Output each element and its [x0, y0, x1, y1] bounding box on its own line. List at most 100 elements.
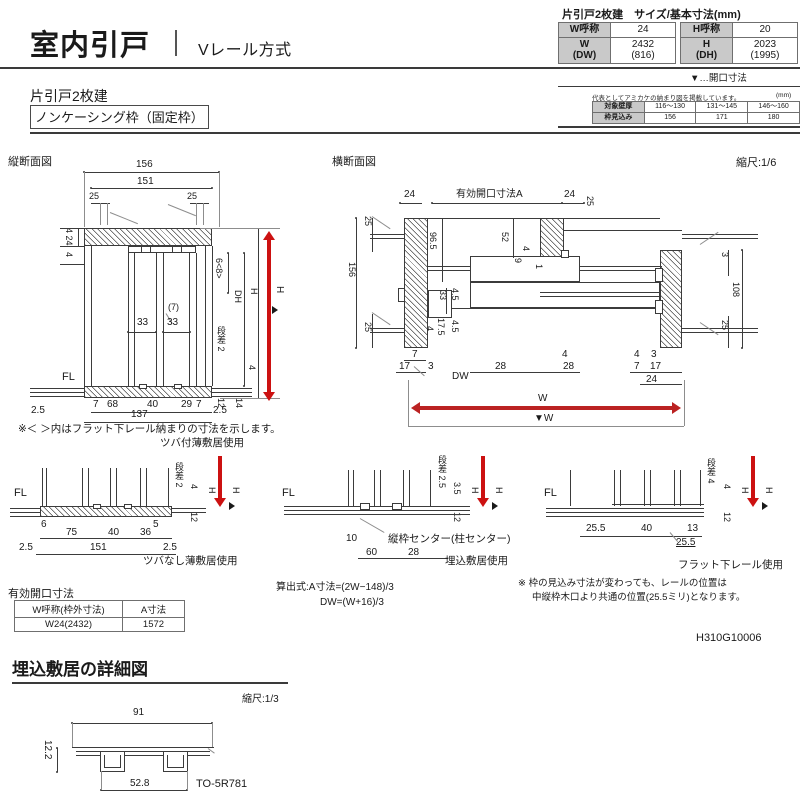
dc-dim-40: 40: [641, 523, 653, 534]
h-dim-l1: H: [702, 38, 711, 50]
da-fl3: [10, 516, 40, 517]
hs-dim-dw: DW: [452, 371, 469, 382]
hs-dim-3r: 3: [720, 252, 730, 258]
hs-right-jamb: [660, 250, 682, 348]
dd-mid-flat: [125, 755, 163, 756]
vs-h-line: [258, 228, 259, 398]
hs-top-edge: [428, 218, 660, 219]
vs-leader-d: [203, 203, 204, 225]
header-rule: [0, 67, 800, 69]
db-v1: [348, 470, 349, 506]
vs-rail-t3: [172, 246, 173, 253]
vs-dim-12: 12: [216, 398, 226, 409]
db-usage: 埋込敷居使用: [445, 555, 508, 567]
hs-24a-line: [400, 203, 422, 204]
frame-type-badge: ノンケーシング枠（固定枠）: [30, 105, 209, 129]
dd-groove1-li: [104, 755, 105, 768]
da-dim-75: 75: [66, 527, 78, 538]
vs-frame-inner-l: [91, 246, 92, 386]
da-red-shaft: [218, 456, 222, 498]
size-w-label: W呼称: [558, 22, 611, 38]
vs-bot-dimline: [91, 412, 212, 413]
vs-dh-dot-t: [243, 252, 245, 254]
vs-bot-dimline2: [84, 422, 212, 423]
vs-leader-diag-b: [167, 204, 197, 217]
horizontal-section-caption: 横断面図: [332, 156, 376, 168]
hs-24b-line: [562, 203, 584, 204]
da-step-label: 段差 2: [174, 462, 184, 488]
vs-33b-dot-r: [189, 331, 191, 333]
rail-note-line1: ※ 枠の見込み寸法が変わっても、レールの位置は: [518, 578, 727, 589]
hs-dim-4: 4: [521, 246, 531, 252]
hs-dim-4d: 4: [634, 349, 640, 360]
hs-pull-detail: [561, 250, 569, 258]
hs-dim-25r: 25: [585, 196, 595, 207]
da-h-left: H: [207, 487, 217, 494]
hs-dim-24b: 24: [564, 189, 576, 200]
db-fl2: [284, 510, 470, 511]
db-leader: [359, 518, 385, 533]
formula-line1: 算出式:A寸法=(2W−148)/3: [276, 582, 394, 593]
vs-fl-line3: [30, 396, 84, 397]
vertical-section-caption: 縦断面図: [8, 156, 52, 168]
hs-leaf-ln2: [428, 270, 470, 271]
hs-dim-17a: 17: [399, 361, 411, 372]
vs-dim-dh: DH: [233, 290, 243, 303]
hs-catch-r1: [655, 268, 663, 282]
vs-dim-step2: 段差 2: [216, 326, 226, 352]
vs-dim-h-arrow: H: [274, 286, 285, 294]
da-dim-6: 6: [41, 519, 47, 530]
dd-groove2-b: [163, 771, 188, 772]
hs-leaf-2: [470, 282, 660, 308]
dd-left-flat: [76, 755, 100, 756]
vs-dim-68: 68: [107, 399, 119, 410]
da-dimline2: [36, 554, 176, 555]
vs-33a-dot-l: [127, 331, 129, 333]
hs-wall-r3: [682, 328, 758, 329]
hs-wall-l1: [370, 234, 404, 235]
hs-dim-24bot: 24: [646, 374, 658, 385]
hs-156-dot-t: [355, 217, 357, 219]
dd-groove1-ri: [120, 755, 121, 768]
size-table-title: 片引戸2枚建 サイズ/基本寸法(mm): [562, 9, 741, 21]
vs-dim-7b: 7: [196, 399, 202, 410]
formula-line2: DW=(W+16)/3: [320, 597, 384, 608]
vs-frame-outer-r: [212, 246, 213, 386]
vs-dim156-line: [84, 172, 219, 173]
da-dim-25b: 2.5: [163, 542, 177, 553]
eff-r0c1: 1572: [122, 617, 185, 632]
hs-dim-28a: 28: [495, 361, 507, 372]
dd-dim-91: 91: [133, 707, 145, 718]
dd-91-line: [72, 723, 212, 724]
dd-groove2-li: [167, 755, 168, 768]
da-dim-40: 40: [108, 527, 120, 538]
vs-dh-line: [244, 253, 245, 386]
hs-leader-l2: [371, 312, 391, 326]
wall-row2-label: 枠見込み: [592, 112, 645, 124]
db-fl3: [284, 514, 470, 515]
eff-h1: A寸法: [122, 600, 185, 618]
da-dim-4: 4: [189, 484, 199, 490]
da-roller2: [124, 504, 132, 509]
hs-wall-l4: [370, 332, 404, 333]
hs-bd-l1: [404, 360, 426, 361]
hs-wall-r2: [682, 238, 758, 239]
opening-dimension-note: ▼…開口寸法: [690, 73, 747, 84]
size-table-gap: [675, 22, 681, 37]
vs-dim-137: 137: [131, 409, 148, 420]
dc-v7: [700, 470, 701, 506]
vs-panel2-l: [163, 253, 164, 386]
dd-528-line: [101, 790, 187, 791]
db-dimline: [358, 558, 448, 559]
da-fl1: [10, 508, 40, 509]
hs-156-line: [356, 218, 357, 348]
hs-dim-3a: 3: [428, 361, 434, 372]
hs-24b-dot: [583, 202, 585, 204]
dc-step-label: 段差 4: [706, 458, 716, 484]
hs-dim-175: 17.5: [436, 318, 446, 336]
hs-dim-45a: 4.5: [450, 288, 460, 301]
hs-dim-9: 9: [513, 258, 523, 264]
db-v6: [409, 470, 410, 506]
db-v2: [353, 470, 354, 506]
size-table: W呼称 24 H呼称 20 W (DW) 2432 (816) H (DH) 2…: [558, 22, 798, 64]
